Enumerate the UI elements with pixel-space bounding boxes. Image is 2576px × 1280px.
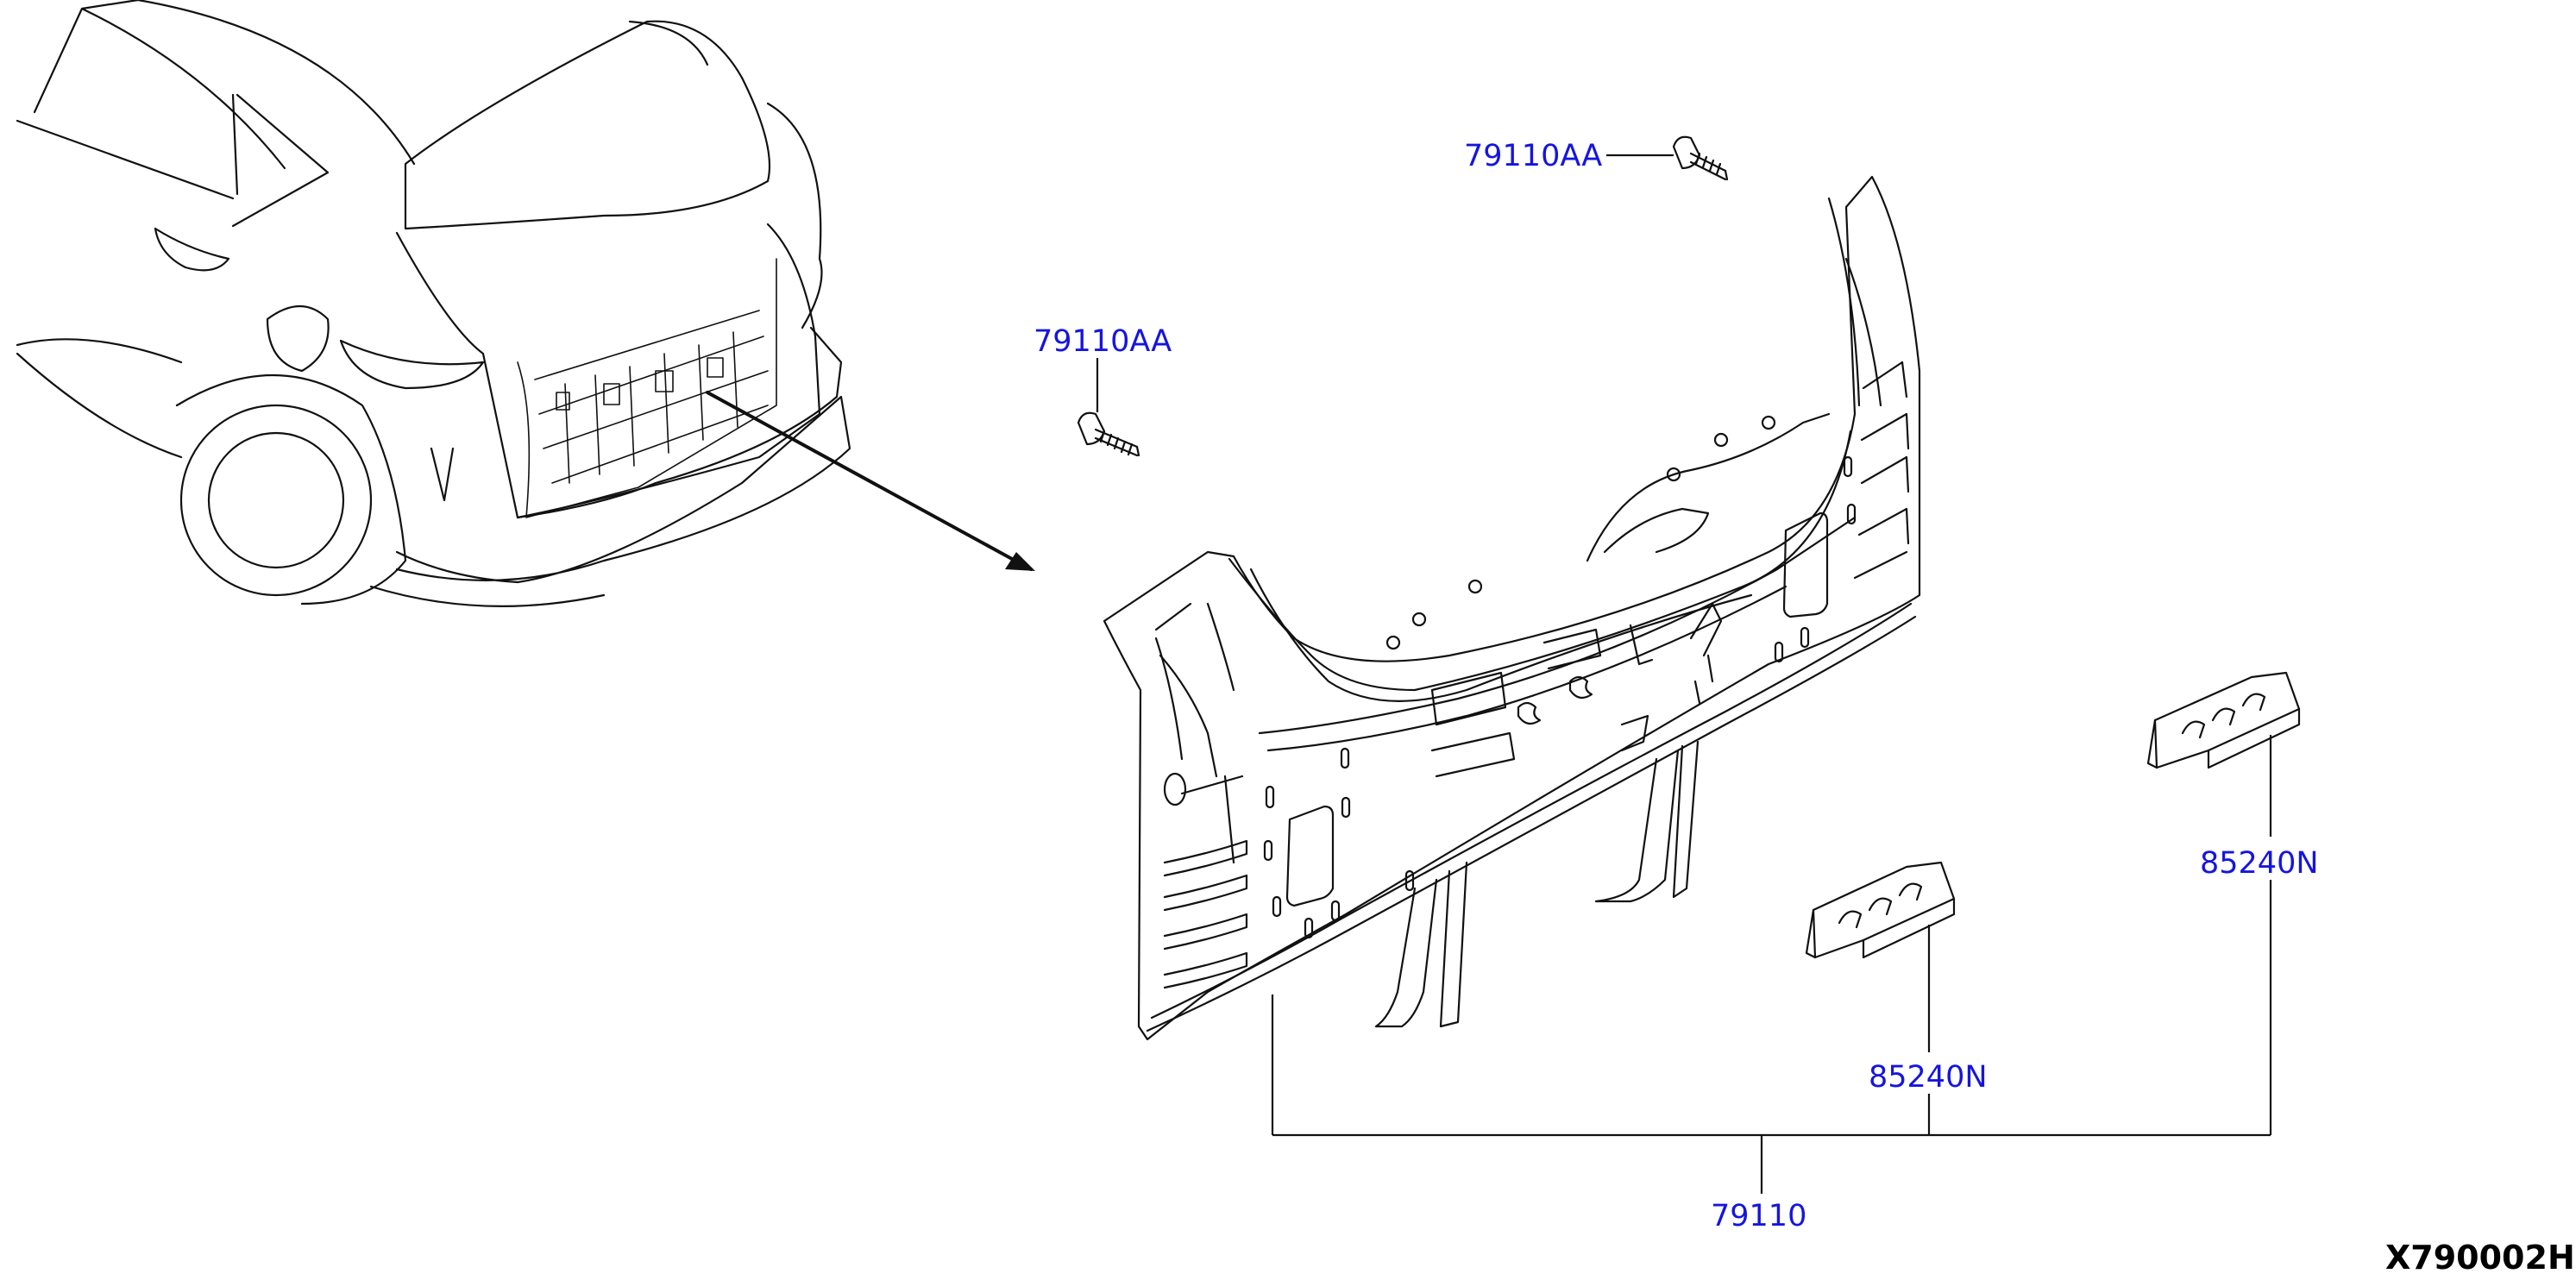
callout-label-bolt-left[interactable]: 79110AA (1034, 324, 1172, 359)
bracket-upper-illustration (2146, 671, 2301, 769)
callout-label-bracket-lower[interactable]: 85240N (1869, 1060, 1988, 1095)
diagram-code: X790002H (2385, 1239, 2575, 1277)
callout-label-panel[interactable]: 79110 (1711, 1199, 1806, 1233)
callout-leaders (1096, 154, 2272, 1194)
bolt-left-illustration (1077, 411, 1140, 457)
vehicle-rear-illustration (16, 0, 1035, 607)
rear-panel-illustration (1103, 175, 1921, 1041)
bolt-upper-illustration (1672, 135, 1729, 181)
callout-label-bracket-upper[interactable]: 85240N (2200, 846, 2319, 881)
callout-label-bolt-upper[interactable]: 79110AA (1464, 139, 1602, 173)
bracket-lower-illustration (1805, 861, 1956, 959)
